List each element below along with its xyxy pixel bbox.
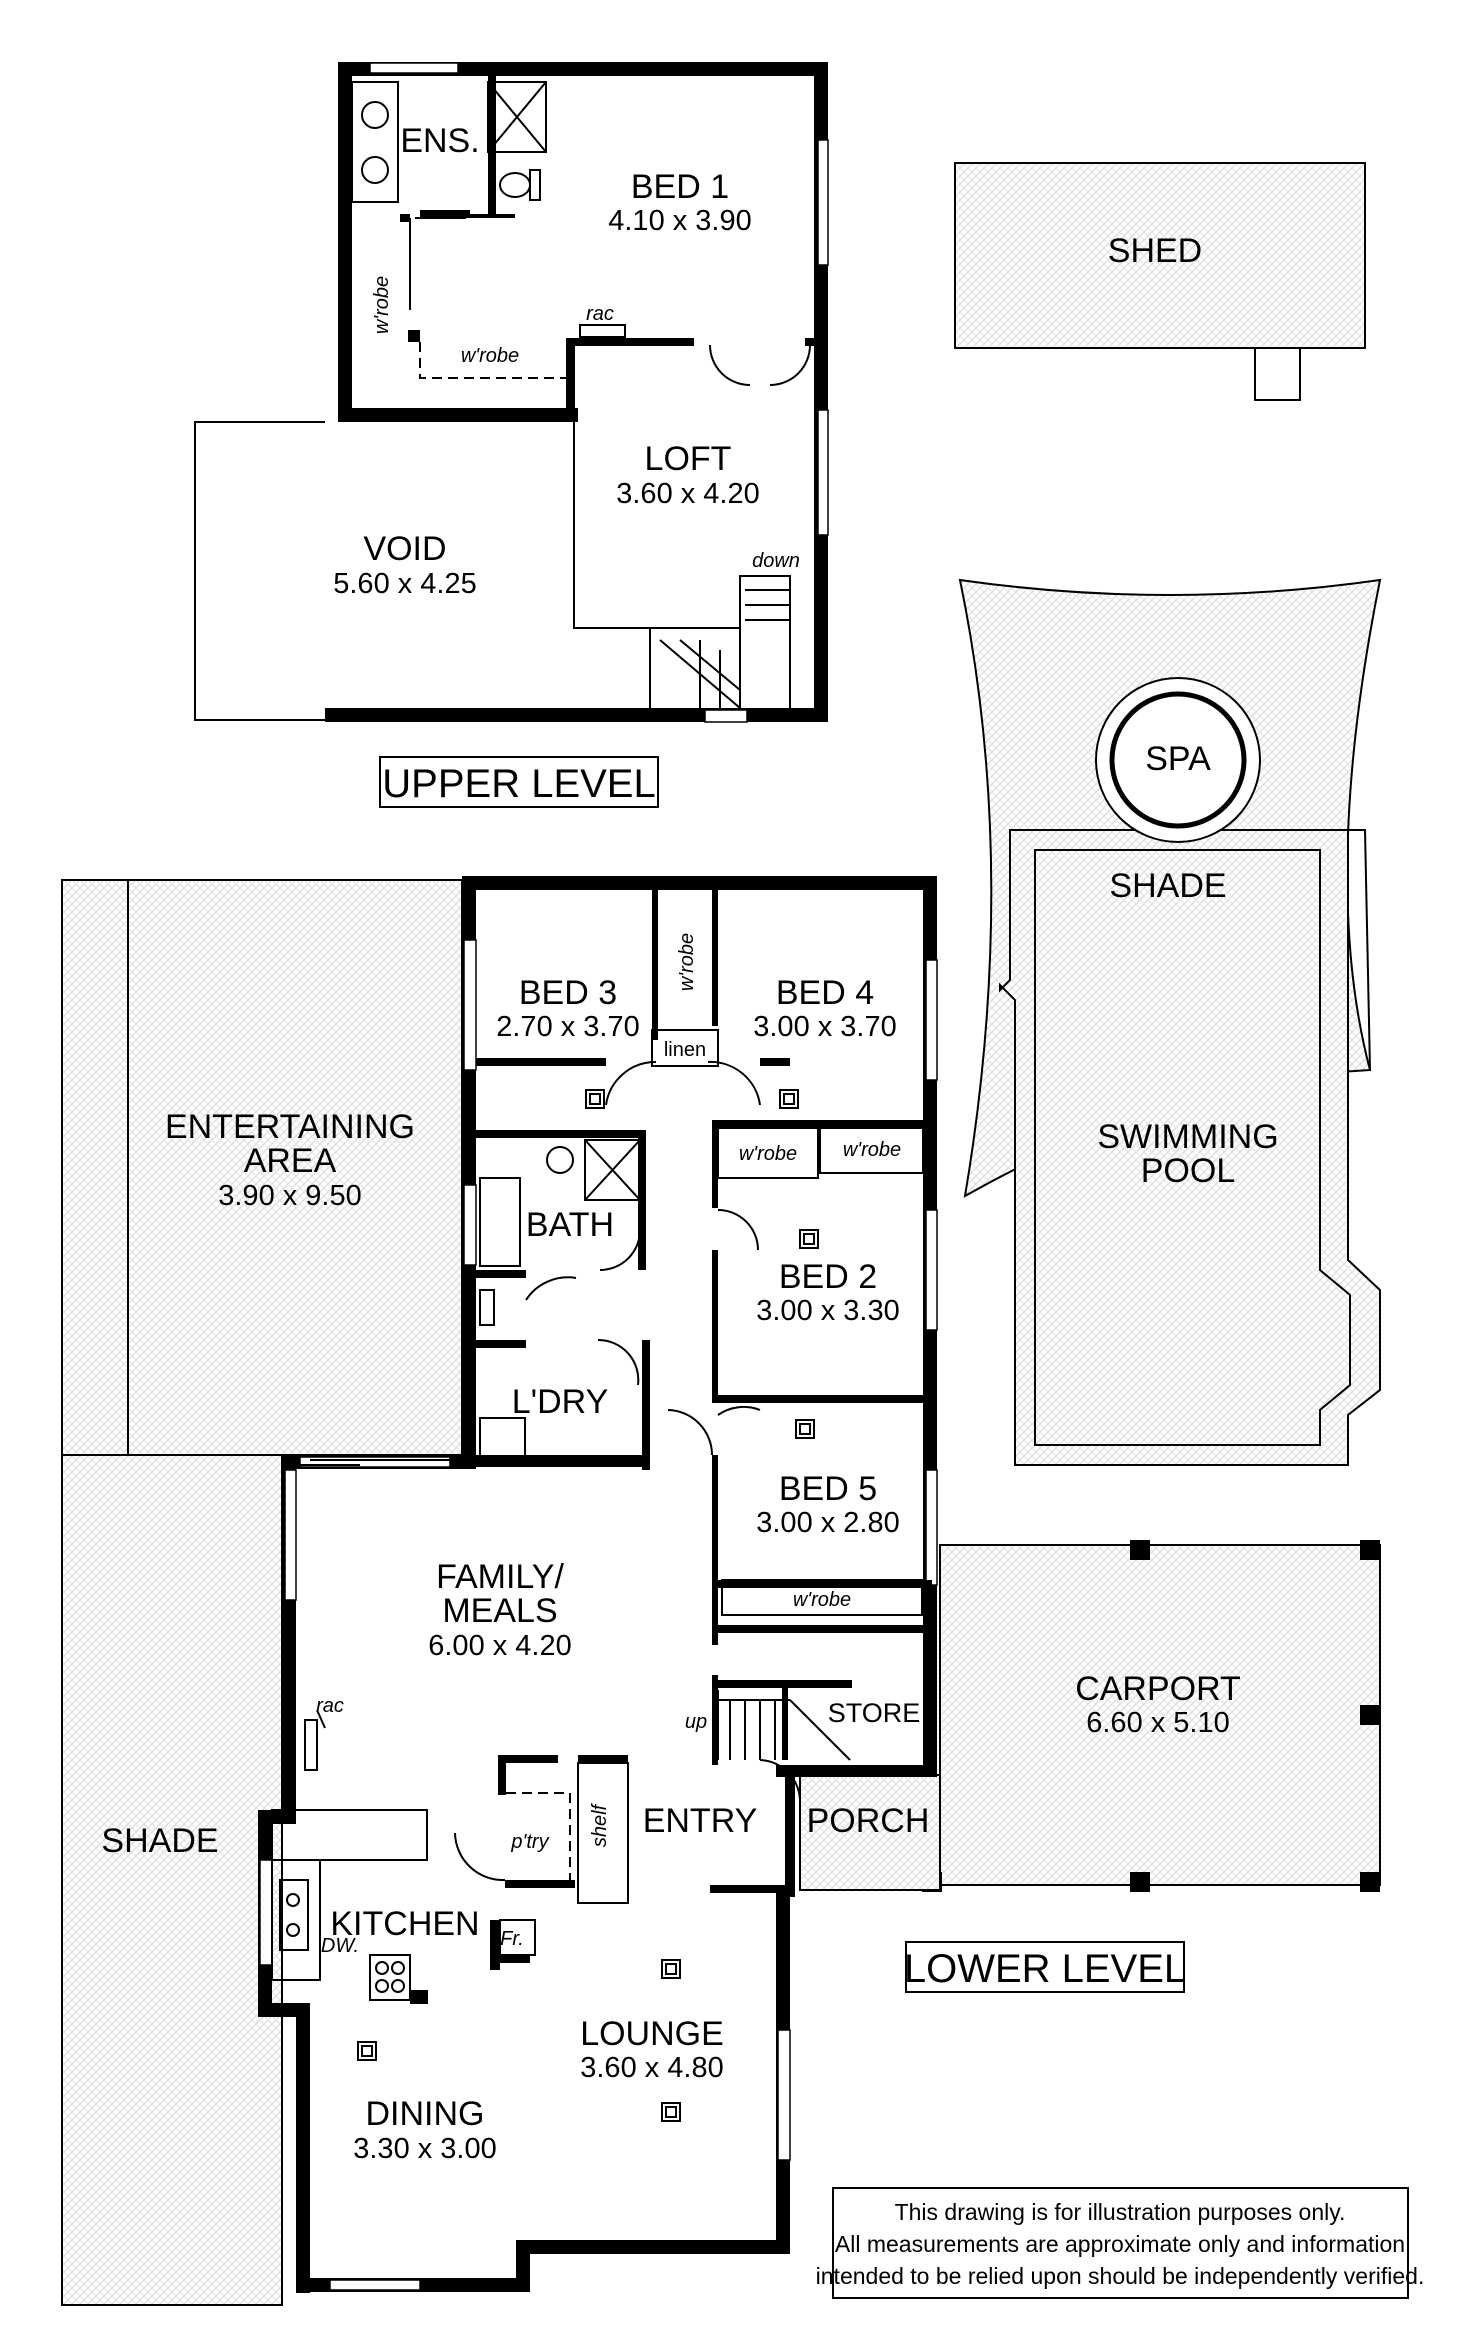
entertaining-label-2: AREA — [244, 1142, 337, 1180]
spa-label: SPA — [1145, 740, 1211, 778]
loft-label: LOFT — [645, 440, 732, 478]
bed5-label: BED 5 — [779, 1470, 877, 1508]
family-dims: 6.00 x 4.20 — [428, 1630, 572, 1662]
disclaimer-line-2: All measurements are approximate only an… — [835, 2231, 1405, 2257]
wrobe-bed5: w'robe — [793, 1589, 851, 1611]
lower-level — [61, 876, 1381, 2306]
bed3-wrobe: w'robe — [676, 933, 698, 991]
bed4-dims: 3.00 x 3.70 — [753, 1011, 897, 1043]
shade-label: SHADE — [101, 1822, 218, 1860]
lounge-dims: 3.60 x 4.80 — [580, 2052, 724, 2084]
bed1-dims: 4.10 x 3.90 — [608, 205, 752, 237]
lounge-label: LOUNGE — [580, 2015, 724, 2053]
dining-label: DINING — [366, 2095, 485, 2133]
upper-level — [194, 62, 829, 723]
stair-up: up — [685, 1711, 707, 1733]
pool-label-2: POOL — [1141, 1152, 1235, 1190]
shelf-label: shelf — [589, 1802, 611, 1847]
shed — [954, 162, 1366, 401]
family-label-2: MEALS — [442, 1592, 557, 1630]
entertaining-dims: 3.90 x 9.50 — [218, 1180, 362, 1212]
upper-wrobe-horizontal: w'robe — [461, 345, 519, 367]
lower-rac: rac — [316, 1695, 344, 1717]
upper-wrobe-vertical: w'robe — [371, 276, 393, 334]
void-label: VOID — [363, 530, 446, 568]
entertaining-label-1: ENTERTAINING — [165, 1108, 415, 1146]
upper-down: down — [752, 550, 800, 572]
lower-level-title: LOWER LEVEL — [904, 1947, 1186, 1991]
family-label-1: FAMILY/ — [436, 1558, 564, 1596]
pool-label-1: SWIMMING — [1097, 1118, 1278, 1156]
bed2-label: BED 2 — [779, 1258, 877, 1296]
bed3-dims: 2.70 x 3.70 — [496, 1011, 640, 1043]
dishwasher-label: DW. — [321, 1935, 359, 1957]
porch-label: PORCH — [807, 1802, 930, 1840]
entry-label: ENTRY — [643, 1802, 758, 1840]
kitchen-label: KITCHEN — [330, 1905, 479, 1943]
bed3-label: BED 3 — [519, 974, 617, 1012]
void-dims: 5.60 x 4.25 — [333, 568, 477, 600]
pantry-label: p'try — [510, 1831, 549, 1853]
bed1-label: BED 1 — [631, 168, 729, 206]
dining-dims: 3.30 x 3.00 — [353, 2133, 497, 2165]
linen-label: linen — [664, 1039, 706, 1061]
bed2-dims: 3.00 x 3.30 — [756, 1295, 900, 1327]
store-label: STORE — [828, 1698, 921, 1728]
fridge-label: Fr. — [500, 1928, 524, 1950]
wrobe-bed2-a: w'robe — [739, 1143, 797, 1165]
disclaimer-line-1: This drawing is for illustration purpose… — [895, 2199, 1346, 2225]
upper-level-title: UPPER LEVEL — [382, 762, 655, 806]
pool-area — [958, 578, 1382, 1466]
upper-rac: rac — [586, 303, 614, 325]
bed5-dims: 3.00 x 2.80 — [756, 1507, 900, 1539]
pool-shade-label: SHADE — [1109, 867, 1226, 905]
wrobe-bed4-b: w'robe — [843, 1139, 901, 1161]
disclaimer-line-3: intended to be relied upon should be ind… — [816, 2263, 1425, 2289]
labels: ENS. BED 1 4.10 x 3.90 LOFT 3.60 x 4.20 … — [101, 122, 1425, 2299]
carport-label: CARPORT — [1075, 1670, 1241, 1708]
ens-label: ENS. — [400, 122, 479, 160]
shed-label: SHED — [1108, 232, 1202, 270]
ldry-label: L'DRY — [512, 1383, 609, 1421]
bath-label: BATH — [526, 1206, 614, 1244]
bed4-label: BED 4 — [776, 974, 874, 1012]
loft-dims: 3.60 x 4.20 — [616, 478, 760, 510]
carport-dims: 6.60 x 5.10 — [1086, 1707, 1230, 1739]
